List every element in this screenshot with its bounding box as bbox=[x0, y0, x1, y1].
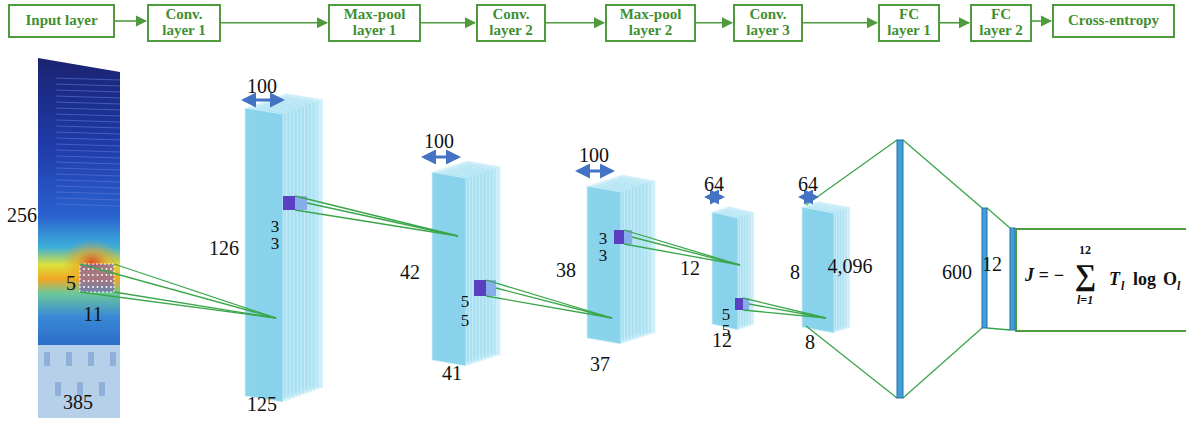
layer-name: Conv. layer 1 bbox=[153, 7, 215, 39]
flow-arrow bbox=[803, 22, 877, 24]
spectrogram-input bbox=[38, 58, 122, 418]
dimension-label: 3 bbox=[599, 230, 608, 247]
layer-name: Max-pool layer 2 bbox=[611, 7, 690, 39]
dimension-label: 64 bbox=[704, 174, 724, 194]
layer-box: Conv. layer 1 bbox=[147, 4, 221, 42]
layer-box: Cross-entropy bbox=[1052, 4, 1175, 38]
dimension-label: 4,096 bbox=[828, 256, 873, 276]
dimension-label: 3 bbox=[271, 218, 280, 235]
dimension-label: 100 bbox=[247, 76, 277, 96]
flow-arrow bbox=[221, 22, 327, 24]
layer-name: Input layer bbox=[25, 13, 97, 29]
layer-name: FC layer 2 bbox=[976, 7, 1026, 39]
formula-text: J = − bbox=[1025, 266, 1064, 284]
dimension-label: 5 bbox=[461, 312, 470, 329]
layer-box: Input layer bbox=[8, 4, 115, 38]
dimension-label: 11 bbox=[83, 304, 102, 324]
flow-arrow bbox=[115, 20, 146, 22]
dimension-label: 64 bbox=[798, 174, 818, 194]
dimension-label: 42 bbox=[400, 262, 420, 282]
formula-text: T bbox=[1109, 270, 1120, 288]
layer-box: Max-pool layer 1 bbox=[328, 4, 421, 42]
dimension-label: 3 bbox=[599, 247, 608, 264]
formula-text: l bbox=[1177, 280, 1180, 292]
dimension-label: 600 bbox=[942, 262, 972, 282]
layer-box: FC layer 2 bbox=[970, 4, 1032, 42]
layer-box: Conv. layer 3 bbox=[733, 4, 803, 42]
formula-text: l bbox=[1121, 280, 1124, 292]
flow-arrow bbox=[546, 22, 604, 24]
layer-name: Max-pool layer 1 bbox=[334, 7, 415, 39]
dimension-label: 8 bbox=[790, 262, 800, 282]
layer-box: Conv. layer 2 bbox=[476, 4, 546, 42]
dimension-label: 3 bbox=[271, 235, 280, 252]
flow-arrow bbox=[421, 22, 475, 24]
dimension-label: 38 bbox=[556, 260, 576, 280]
layer-box: Max-pool layer 2 bbox=[605, 4, 696, 42]
layer-name: FC layer 1 bbox=[884, 7, 934, 39]
flow-arrow bbox=[940, 22, 969, 24]
layer-name: Conv. layer 3 bbox=[739, 7, 797, 39]
dimension-label: 126 bbox=[209, 238, 239, 258]
dimension-label: 5 bbox=[722, 322, 731, 339]
dimension-label: 41 bbox=[442, 363, 462, 383]
formula-text: log bbox=[1133, 270, 1156, 288]
dimension-label: 100 bbox=[579, 145, 609, 165]
dimension-label: 5 bbox=[66, 273, 76, 293]
flow-arrow bbox=[1032, 20, 1051, 22]
dimension-label: 385 bbox=[63, 392, 93, 412]
layer-name: Conv. layer 2 bbox=[482, 7, 540, 39]
formula-text: O bbox=[1163, 270, 1177, 288]
dimension-label: 12 bbox=[680, 258, 700, 278]
dimension-label: 12 bbox=[982, 254, 1002, 274]
formula-text: l=1 bbox=[1077, 294, 1093, 306]
flow-arrow bbox=[696, 22, 732, 24]
dimension-label: 5 bbox=[461, 293, 470, 310]
formula-text: ∑ bbox=[1075, 260, 1096, 290]
formula-box: J = −12∑l=1TllogOl bbox=[1015, 228, 1186, 332]
layer-name: Cross-entropy bbox=[1068, 13, 1159, 29]
dimension-label: 5 bbox=[722, 306, 731, 323]
dimension-label: 37 bbox=[590, 354, 610, 374]
layer-box: FC layer 1 bbox=[878, 4, 940, 42]
formula-text: 12 bbox=[1079, 244, 1091, 256]
dimension-label: 125 bbox=[247, 394, 277, 414]
dimension-label: 256 bbox=[7, 205, 37, 225]
dimension-label: 100 bbox=[424, 131, 454, 151]
dimension-label: 8 bbox=[805, 332, 815, 352]
